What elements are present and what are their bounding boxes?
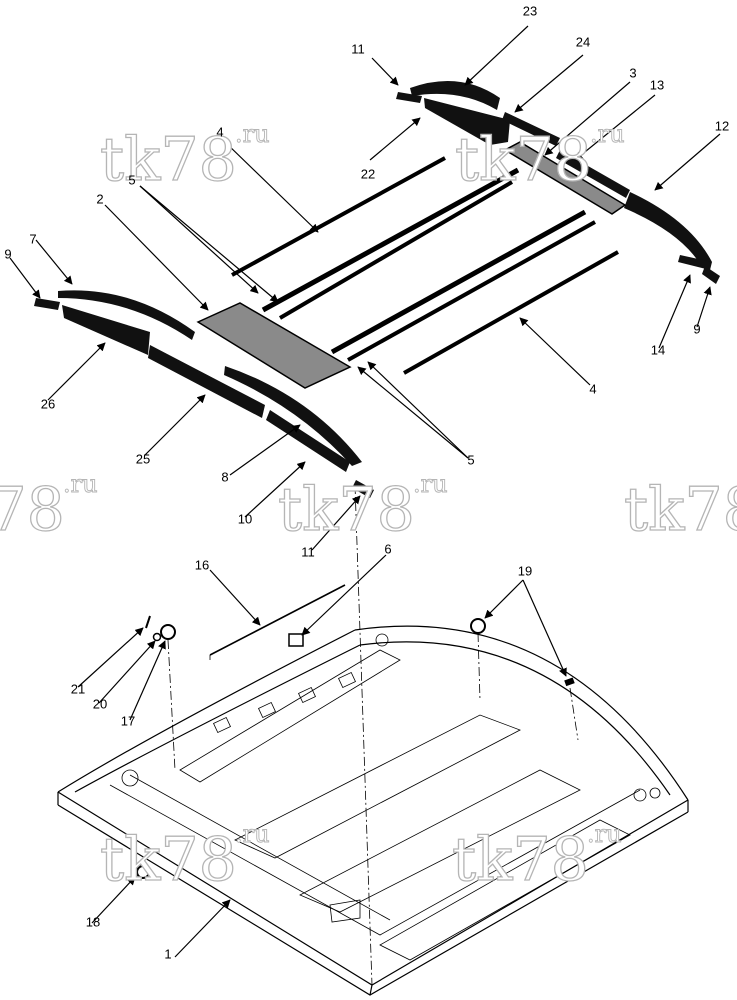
callout-7: 7: [29, 231, 36, 246]
svg-text:.ru: .ru: [587, 820, 622, 848]
rail-part-12: [624, 192, 712, 264]
rail-part-11-top: [396, 92, 422, 103]
rail-part-25: [148, 345, 265, 418]
rod-16: [209, 584, 346, 656]
alignment-lines: [167, 484, 579, 986]
callout-9-right: 9: [693, 321, 700, 336]
callout-24: 24: [576, 34, 590, 49]
callout-19: 19: [518, 563, 532, 578]
grommet-19: [470, 618, 486, 634]
panel-3: [503, 141, 627, 215]
roof-frame: [57, 625, 689, 996]
rail-part-8: [224, 366, 362, 466]
small-parts: [136, 584, 575, 879]
plug-19: [564, 677, 575, 687]
svg-text:.ru: .ru: [235, 820, 270, 848]
callout-6: 6: [384, 541, 391, 556]
svg-text:tk78: tk78: [100, 125, 237, 195]
washer-18: [136, 865, 150, 879]
washer-20: [152, 632, 162, 642]
svg-text:tk78: tk78: [100, 825, 237, 895]
svg-text:.ru: .ru: [590, 120, 625, 148]
rail-part-10: [266, 410, 350, 472]
callout-9-left: 9: [4, 246, 11, 261]
bar-4-top: [231, 156, 446, 277]
callout-26: 26: [41, 396, 55, 411]
panel-2: [196, 302, 352, 389]
rail-part-13: [556, 150, 630, 198]
callout-16: 16: [195, 557, 209, 572]
rail-part-24: [502, 112, 560, 146]
svg-text:tk78: tk78: [624, 475, 737, 545]
svg-text:tk78: tk78: [452, 825, 589, 895]
callout-20: 20: [93, 696, 107, 711]
callout-2: 2: [96, 191, 103, 206]
upper-parts: [34, 80, 720, 498]
callout-11-top: 11: [351, 41, 365, 56]
callout-5-upper: 5: [128, 172, 135, 187]
rail-part-26: [62, 305, 150, 355]
svg-text:.ru: .ru: [63, 470, 98, 498]
bar-4-bottom: [403, 250, 619, 375]
callout-12: 12: [715, 118, 729, 133]
callout-11-bottom: 11: [301, 544, 315, 559]
rail-part-11-bottom: [352, 480, 374, 498]
callout-21: 21: [71, 681, 85, 696]
rail-part-22: [424, 98, 510, 145]
watermarks: tk78 .ru tk78 .ru tk78 .ru tk78 .ru tk78…: [0, 120, 737, 896]
callout-3: 3: [629, 65, 636, 80]
callout-1: 1: [164, 946, 171, 961]
bar-5-a: [261, 167, 520, 313]
callout-17: 17: [121, 713, 135, 728]
svg-text:.ru: .ru: [235, 120, 270, 148]
callout-8: 8: [221, 469, 228, 484]
bar-5-c: [330, 209, 587, 355]
svg-text:tk78: tk78: [0, 475, 65, 545]
callout-18: 18: [86, 914, 100, 929]
callout-22: 22: [361, 166, 375, 181]
bar-5-b: [278, 180, 514, 320]
pin-21: [145, 615, 151, 629]
callout-5-lower: 5: [467, 452, 474, 467]
rail-part-9-right: [702, 266, 720, 284]
svg-text:.ru: .ru: [413, 470, 448, 498]
rail-part-9-left: [34, 298, 60, 310]
callout-25: 25: [136, 451, 150, 466]
callout-4-upper: 4: [216, 124, 223, 139]
callout-labels: 1 2 3 4 4 5 5 6 7 8 9 9 10 11 11 12 13 1…: [4, 3, 729, 961]
bar-5-d: [347, 220, 596, 362]
rail-part-23: [410, 80, 500, 110]
svg-text:tk78: tk78: [278, 475, 415, 545]
rail-part-14: [678, 255, 712, 270]
callout-14: 14: [651, 342, 665, 357]
callout-4-lower: 4: [589, 381, 596, 396]
svg-text:tk78: tk78: [455, 125, 592, 195]
rail-part-7: [58, 290, 195, 340]
callout-10: 10: [238, 511, 252, 526]
washer-17: [160, 624, 176, 640]
clip-6: [288, 633, 304, 647]
leader-arrows: [9, 25, 721, 958]
callout-23: 23: [523, 3, 537, 18]
callout-13: 13: [650, 77, 664, 92]
